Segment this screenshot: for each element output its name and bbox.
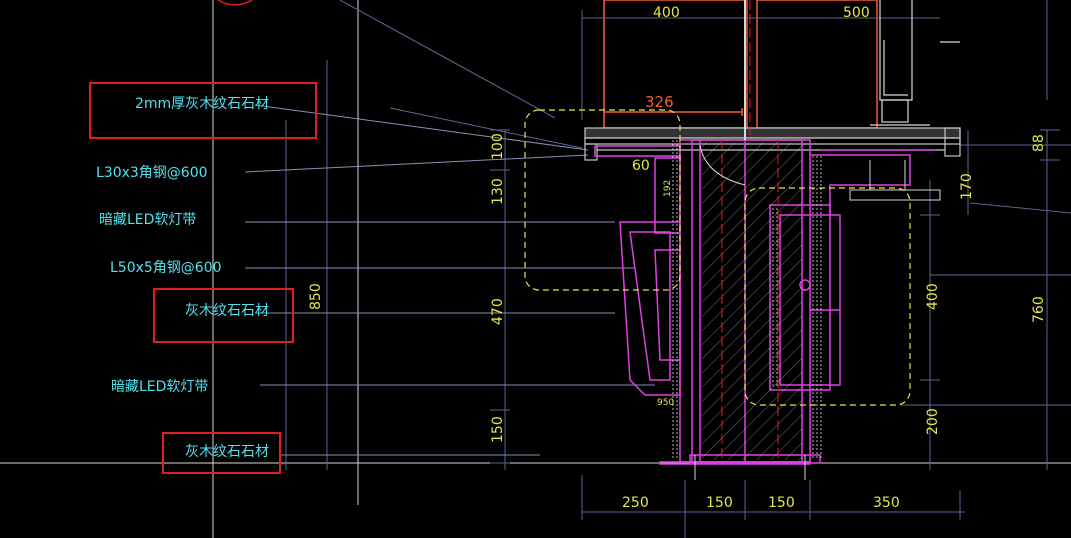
door-swing-arc	[699, 144, 746, 186]
insulation-strip-panel	[772, 207, 780, 387]
label-angle-50: L50x5角钢@600	[110, 260, 222, 276]
highlight-boxes	[89, 82, 317, 474]
label-stone-bottom: 灰木纹石石材	[185, 444, 269, 460]
label-stone-2mm: 2mm厚灰木纹石石材	[135, 96, 269, 112]
dim-192: 192	[663, 180, 673, 197]
drawer-rail	[694, 160, 941, 480]
dim-left-850: 850	[308, 283, 324, 310]
dim-left-100: 100	[490, 133, 506, 160]
dim-right-200: 200	[925, 408, 941, 435]
label-led-1: 暗藏LED软灯带	[99, 212, 196, 228]
dim-left-130: 130	[490, 178, 506, 205]
dim-right-170: 170	[959, 173, 975, 200]
dim-left-150: 150	[490, 416, 506, 443]
dim-60: 60	[632, 158, 650, 174]
monitor-outline	[870, 0, 960, 126]
dim-bottom-150b: 150	[768, 495, 795, 511]
hatched-column	[702, 142, 802, 460]
dim-top-400: 400	[653, 5, 680, 21]
dim-bottom-150a: 150	[706, 495, 733, 511]
insulation-strip-left	[672, 140, 680, 460]
red-centerlines	[721, 0, 779, 462]
insulation-strip-right	[812, 155, 822, 460]
red-circle-arc	[217, 0, 253, 6]
dim-326: 326	[645, 93, 674, 111]
dim-left-470: 470	[490, 298, 506, 325]
dim-bottom-350: 350	[873, 495, 900, 511]
dim-top-500: 500	[843, 5, 870, 21]
dim-right-88: 88	[1031, 134, 1047, 152]
dim-right-760: 760	[1031, 296, 1047, 323]
label-angle-30: L30x3角钢@600	[96, 165, 208, 181]
leader-lines	[244, 104, 655, 456]
led-zones	[524, 109, 911, 406]
dim-right-400: 400	[925, 283, 941, 310]
dim-bottom-250: 250	[622, 495, 649, 511]
dim-950: 950	[657, 398, 674, 408]
label-stone-mid: 灰木纹石石材	[185, 303, 269, 319]
label-led-2: 暗藏LED软灯带	[111, 379, 208, 395]
